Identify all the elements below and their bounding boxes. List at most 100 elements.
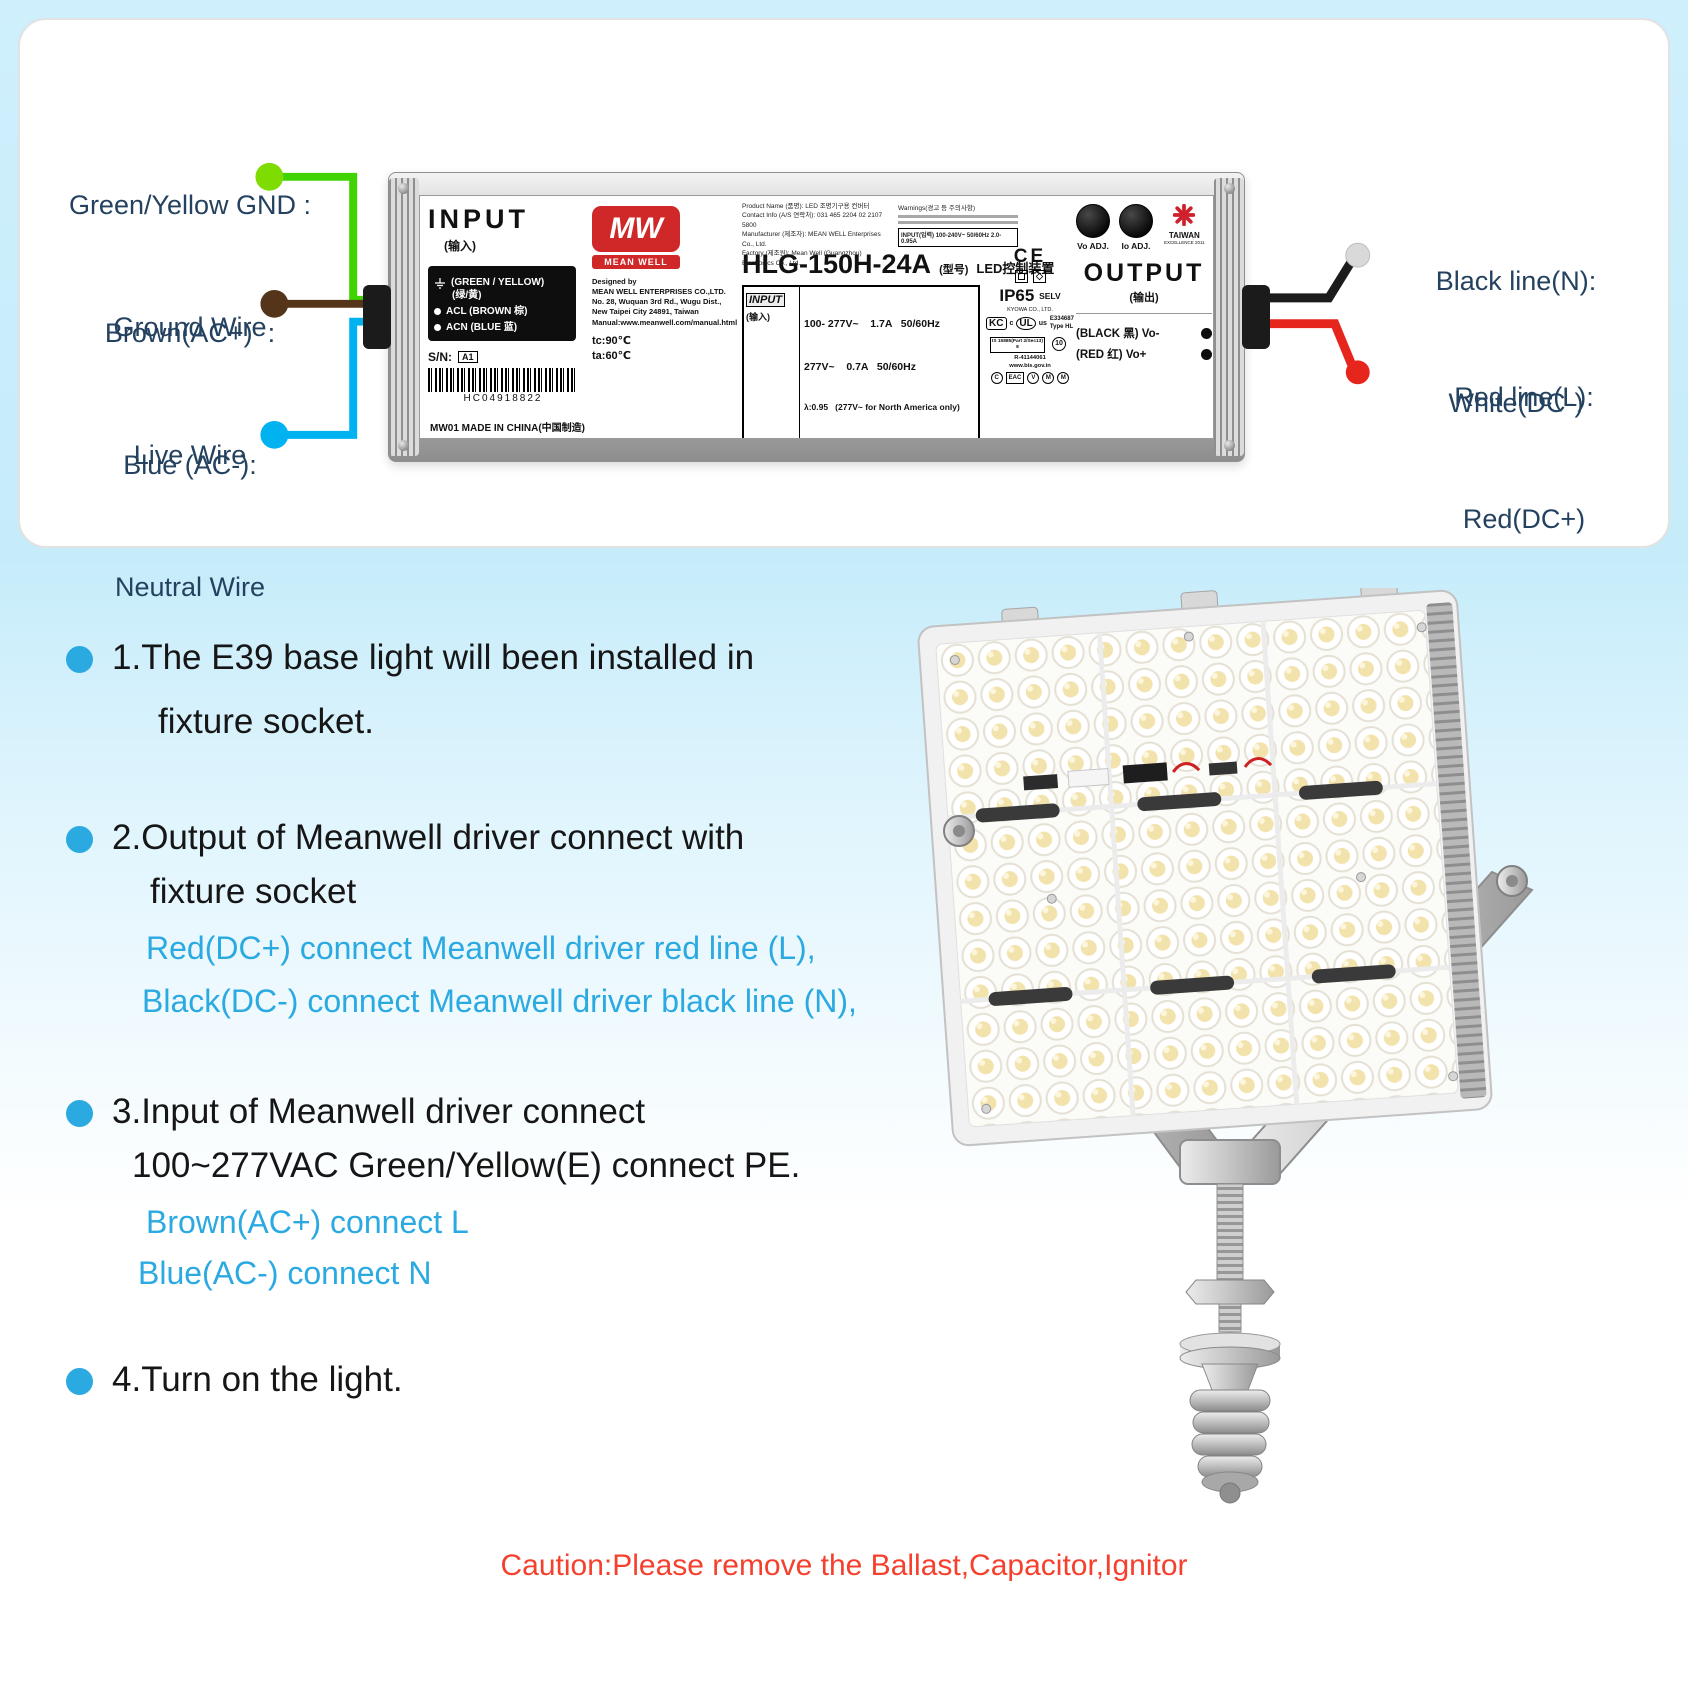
dc-positive-label-line1: Red line(L): bbox=[1454, 382, 1594, 412]
terminal-acl-text: ACL (BROWN 棕) bbox=[446, 306, 528, 317]
output-terminal-rows: (BLACK 黑) Vo- (RED 红) Vo+ bbox=[1076, 313, 1212, 362]
terminal-ground-row: (GREEN / YELLOW) bbox=[434, 276, 570, 289]
neutral-wire bbox=[274, 317, 370, 439]
led-panel bbox=[917, 588, 1493, 1147]
designed-by: Designed by bbox=[592, 277, 637, 286]
output-section: Vo ADJ. Io ADJ. TAIWAN EXCELLENCE bbox=[1076, 203, 1212, 362]
led-array bbox=[935, 609, 1459, 1128]
terminal-dot-icon bbox=[1201, 327, 1212, 339]
base-contact-tip bbox=[1219, 1482, 1241, 1504]
output-red-row: (RED 红) Vo+ bbox=[1076, 346, 1212, 362]
caution-text: Caution:Please remove the Ballast,Capaci… bbox=[500, 1549, 1188, 1582]
instruction-2-line1: 2.Output of Meanwell driver connect with bbox=[112, 818, 745, 857]
company-address-block: Designed by MEAN WELL ENTERPRISES CO.,LT… bbox=[592, 277, 738, 328]
enclosure-icon bbox=[1032, 270, 1046, 283]
terminal-dot-icon bbox=[1201, 348, 1212, 360]
ip65-text: IP65 bbox=[999, 286, 1035, 305]
taiwan-excellence-logo: TAIWAN EXCELLENCE 2011 bbox=[1164, 203, 1205, 245]
terminal-acn-row: ACN (BLUE 蓝) bbox=[434, 321, 570, 334]
safety-icons bbox=[990, 270, 1070, 283]
serial-number-label: S/N: bbox=[428, 350, 452, 364]
fine-print-line: Product Name (품명): LED 조명기구용 컨버터 bbox=[742, 203, 870, 210]
terminal-dot-icon bbox=[434, 324, 441, 331]
meanwell-logo: MW bbox=[592, 206, 680, 252]
bis-url: www.bis.gov.in bbox=[1009, 363, 1051, 370]
fine-print-line: Manufacturer (제조자): MEAN WELL Enterprise… bbox=[742, 231, 881, 248]
neutral-wire-dot bbox=[260, 420, 289, 449]
input-title: INPUT bbox=[428, 204, 529, 234]
panel-screws bbox=[949, 622, 1459, 1114]
manual-url: Manual:www.meanwell.com/manual.html bbox=[592, 317, 738, 327]
fine-print-left: Product Name (품명): LED 조명기구용 컨버터 Contact… bbox=[742, 202, 892, 268]
bullet-icon bbox=[66, 1100, 93, 1127]
wiring-diagram-card: Green/Yellow GND : Ground Wire Brown(AC+… bbox=[18, 18, 1670, 602]
instruction-1-line1: 1.The E39 base light will been installed… bbox=[112, 638, 755, 677]
output-red-text: (RED 红) Vo+ bbox=[1076, 349, 1147, 361]
ul-file: E334687 bbox=[1049, 316, 1074, 322]
model-spec-section: Product Name (품명): LED 조명기구용 컨버터 Contact… bbox=[742, 202, 1054, 438]
adjust-knobs-row: Vo ADJ. Io ADJ. TAIWAN EXCELLENCE bbox=[1076, 203, 1212, 251]
fine-print-line: Factory (제조원): Mean Well (Guangzhou) Ele… bbox=[742, 250, 862, 267]
is-standard: IS 15885(Part 2/Sec13) bbox=[992, 339, 1043, 344]
ce-mark: CE bbox=[1013, 246, 1047, 267]
is-number: 8 bbox=[1016, 345, 1019, 351]
fine-print-right: Warnings(경고 등 주의사항) INPUT(입력) 100-240V~ … bbox=[898, 202, 1018, 247]
temperature-ratings: tc:90℃ ta:60℃ bbox=[592, 334, 734, 365]
certification-marks: CE IP65 SELV KYOWA CO., LTD. KC c UL us … bbox=[986, 246, 1074, 385]
io-adjust-label: Io ADJ. bbox=[1121, 241, 1151, 251]
input-terminal-section: INPUT (输入) (GREEN / YELLOW) (绿/黄) ACL (B… bbox=[428, 204, 578, 404]
instruction-1-line2: fixture socket. bbox=[158, 702, 374, 741]
m-mark: M bbox=[1057, 372, 1070, 385]
screw-bolt bbox=[398, 440, 409, 451]
fine-print-warnings: Warnings(경고 등 주의사항) bbox=[898, 205, 976, 212]
barcode bbox=[428, 368, 576, 392]
earth-ground-icon bbox=[435, 277, 445, 289]
terminal-ground-text: (GREEN / YELLOW) bbox=[451, 277, 545, 288]
screw-bolt bbox=[398, 183, 409, 194]
spec-table: INPUT (输入) 100- 277V~ 1.7A 50/60Hz 277V~… bbox=[742, 285, 980, 438]
instruction-3-sub2: Blue(AC-) connect N bbox=[138, 1255, 432, 1291]
spec-input-value-1: 100- 277V~ 1.7A 50/60Hz bbox=[804, 318, 940, 331]
ul-c: c bbox=[1009, 320, 1014, 327]
ground-wire-label-line1: Green/Yellow GND : bbox=[68, 190, 312, 220]
spec-input-row: INPUT (输入) 100- 277V~ 1.7A 50/60Hz 277V~… bbox=[744, 287, 978, 438]
driver-components-strip bbox=[1023, 757, 1273, 791]
input-title-cn: (输入) bbox=[444, 239, 476, 253]
kyowa-text: KYOWA CO., LTD. bbox=[1007, 307, 1053, 313]
ip65-rating: IP65 SELV bbox=[990, 286, 1070, 306]
dc-positive-dot bbox=[1345, 360, 1370, 385]
class2-icon bbox=[1014, 270, 1028, 283]
taiwan-excellence-icon bbox=[1173, 203, 1196, 227]
misc-marks-row: C EAC V M M bbox=[990, 372, 1070, 385]
terminal-ground-cn: (绿/黄) bbox=[452, 290, 482, 301]
instruction-2-line2: fixture socket bbox=[150, 872, 357, 911]
led-fixture-illustration bbox=[917, 588, 1534, 1504]
output-cable-gland bbox=[1242, 285, 1270, 349]
model-suffix: (型号) bbox=[939, 264, 969, 276]
kc-mark: KC bbox=[986, 317, 1007, 330]
spec-input-value-3: λ:0.95 (277V~ for North America only) bbox=[804, 402, 960, 413]
live-wire-dot bbox=[260, 289, 289, 318]
vo-adjust: Vo ADJ. bbox=[1076, 204, 1110, 251]
base-cone bbox=[1201, 1363, 1259, 1391]
fine-print-bar bbox=[898, 221, 1018, 224]
hex-nut bbox=[1185, 1279, 1275, 1305]
circle-10-mark: 10 bbox=[1051, 336, 1066, 351]
threaded-stem-lower bbox=[1218, 1303, 1242, 1333]
tc-rating: tc:90℃ bbox=[592, 334, 631, 347]
spec-input-cn: (输入) bbox=[746, 312, 770, 322]
screw-threads bbox=[1189, 1389, 1271, 1478]
output-black-text: (BLACK 黑) Vo- bbox=[1076, 328, 1160, 340]
output-title-cn: (输出) bbox=[1129, 292, 1159, 304]
serial-number-row: S/N: A1 bbox=[428, 350, 578, 364]
ul-file-block: E334687 Type HL bbox=[1050, 316, 1074, 331]
eac-mark: EAC bbox=[1005, 372, 1025, 385]
v-mark: V bbox=[1027, 372, 1040, 385]
kc-ul-row: KC c UL us E334687 Type HL bbox=[986, 316, 1074, 331]
driver-spec-label: INPUT (输入) (GREEN / YELLOW) (绿/黄) ACL (B… bbox=[419, 195, 1214, 439]
bis-registration: R-41144061 bbox=[1014, 355, 1046, 362]
heatsink-edge bbox=[1426, 602, 1487, 1099]
instruction-3-sub1: Brown(AC+) connect L bbox=[146, 1204, 469, 1240]
barcode-number: HC04918822 bbox=[463, 393, 543, 404]
live-wire-label: Brown(AC+) : Live Wire bbox=[60, 232, 320, 556]
